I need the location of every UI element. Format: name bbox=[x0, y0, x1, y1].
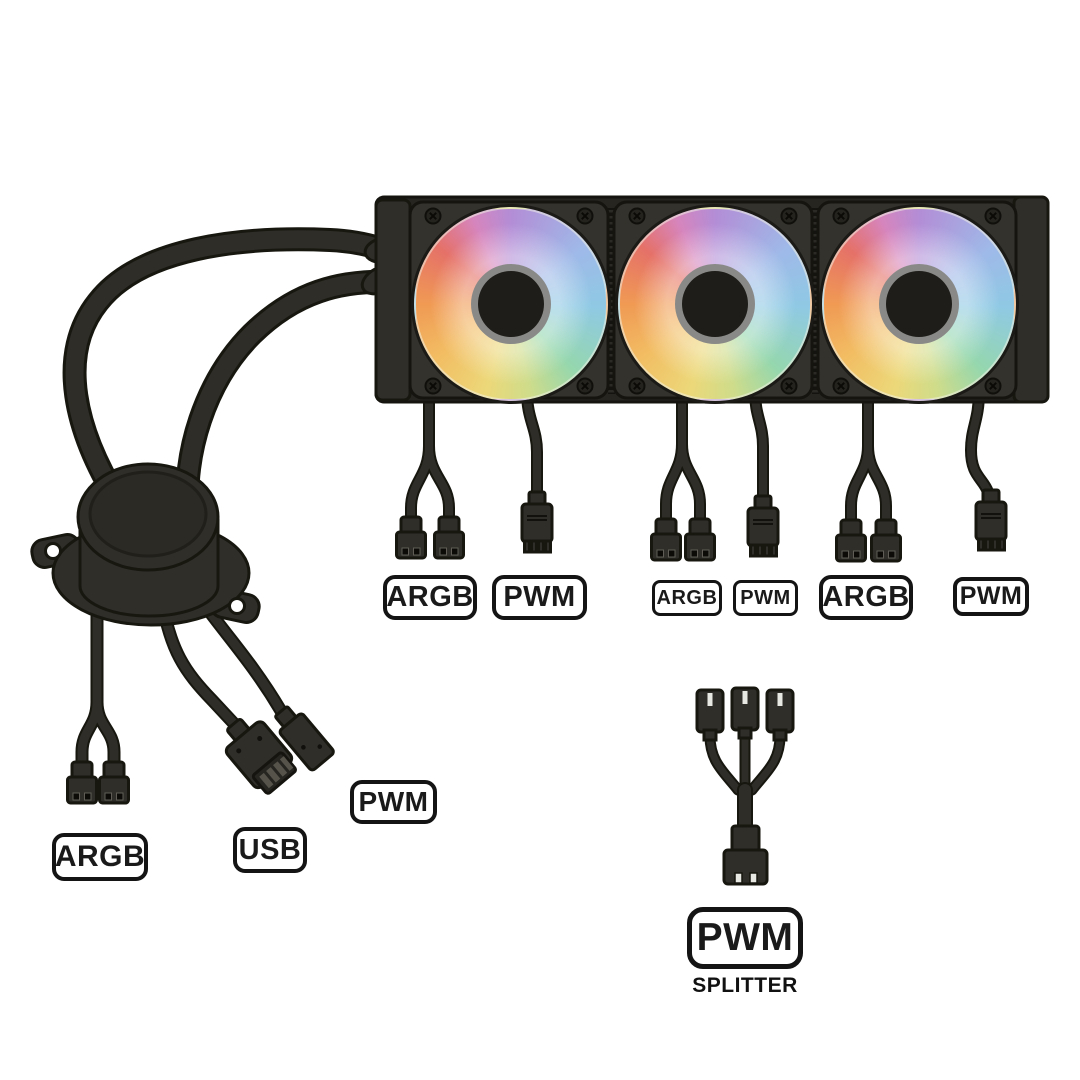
splitter-motherboard-connector bbox=[722, 824, 769, 886]
radiator-left-tank bbox=[374, 198, 412, 402]
fan2-hub bbox=[675, 264, 755, 344]
fan2-rgb-disc bbox=[618, 207, 812, 401]
fan1-argb-label: ARGB bbox=[383, 575, 477, 620]
fan2-pwm-label: PWM bbox=[733, 580, 798, 616]
splitter-fan-connector-2 bbox=[730, 686, 760, 740]
pump-argb-label: ARGB bbox=[52, 833, 148, 881]
pump-usb-label: USB bbox=[233, 827, 307, 873]
radiator-fins-gap-1 bbox=[608, 208, 615, 394]
pwm-splitter bbox=[695, 686, 795, 886]
pump-usb-connector bbox=[224, 718, 297, 795]
fan1-argb-label-text: ARGB bbox=[386, 581, 474, 613]
splitter-fan-connector-3 bbox=[765, 688, 795, 742]
fan3-argb-connector-b bbox=[870, 518, 902, 563]
fan3-pwm-label-text: PWM bbox=[959, 582, 1023, 610]
pump-mount-hole-left bbox=[44, 542, 62, 560]
splitter-caption: SPLITTER bbox=[685, 974, 805, 998]
fan2-pwm-label-text: PWM bbox=[740, 586, 791, 609]
fan2-argb-connector-b bbox=[684, 517, 716, 562]
fan2-argb-label: ARGB bbox=[652, 580, 722, 616]
fan1-pwm-label: PWM bbox=[492, 575, 587, 620]
fan2-pwm-cable bbox=[746, 386, 780, 558]
pump-argb-cable bbox=[66, 593, 130, 805]
fan3-argb-label: ARGB bbox=[819, 575, 913, 620]
fan3-pwm-cable bbox=[965, 386, 1008, 552]
splitter-pwm-label: PWM bbox=[687, 907, 803, 969]
fan1-pwm-cable bbox=[520, 386, 554, 554]
pump-mount-hole-right bbox=[228, 597, 246, 615]
fan1-argb-connector-a bbox=[395, 515, 427, 560]
pump-usb-label-text: USB bbox=[238, 833, 302, 866]
radiator-fins-gap-2 bbox=[812, 208, 819, 394]
fan1-rgb-disc bbox=[414, 207, 608, 401]
fan3-pwm-label: PWM bbox=[953, 577, 1029, 616]
fan1-argb-connector-b bbox=[433, 515, 465, 560]
splitter-fan-connector-1 bbox=[695, 688, 725, 742]
fan2-argb-connector-a bbox=[650, 517, 682, 562]
pump-argb-connector-a bbox=[66, 760, 98, 805]
fan1-argb-cable bbox=[395, 386, 465, 560]
fan1-pwm-label-text: PWM bbox=[503, 581, 576, 613]
fan3-hub bbox=[879, 264, 959, 344]
fan3-argb-cable bbox=[835, 386, 902, 563]
fan3-pwm-connector bbox=[974, 488, 1008, 552]
fan1-hub bbox=[471, 264, 551, 344]
fan2-argb-cable bbox=[650, 386, 716, 562]
fan2-pwm-connector bbox=[746, 494, 780, 558]
pump-pwm-label: PWM bbox=[350, 780, 437, 824]
pump-pwm-connector bbox=[274, 705, 335, 772]
pump-cap-top bbox=[88, 470, 208, 558]
splitter-caption-text: SPLITTER bbox=[692, 974, 798, 997]
pump-pwm-label-text: PWM bbox=[358, 786, 429, 817]
pump-block bbox=[30, 462, 261, 627]
fan3-argb-label-text: ARGB bbox=[822, 581, 910, 613]
pump-argb-connector-b bbox=[98, 760, 130, 805]
fan3-rgb-disc bbox=[822, 207, 1016, 401]
fan3-argb-connector-a bbox=[835, 518, 867, 563]
pump-argb-label-text: ARGB bbox=[54, 840, 146, 873]
fan1-pwm-connector bbox=[520, 490, 554, 554]
fan2-argb-label-text: ARGB bbox=[656, 586, 718, 609]
radiator-right-tank bbox=[1012, 195, 1050, 404]
splitter-pwm-label-text: PWM bbox=[696, 916, 794, 959]
